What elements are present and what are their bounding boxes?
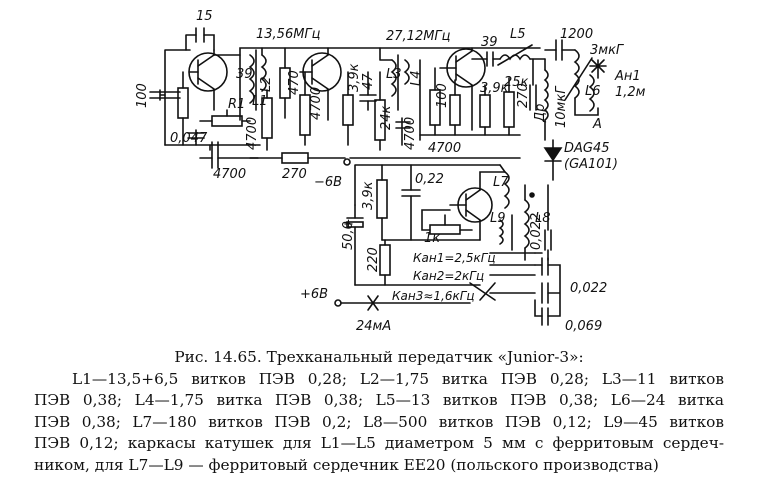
label-c022c: 0,022 <box>570 281 607 296</box>
label-c15: 15 <box>196 9 213 24</box>
label-r1k: 1к <box>424 231 440 246</box>
label-kan1: Кан1=2,5кГц <box>413 251 496 265</box>
label-r470: 470 <box>287 70 302 95</box>
label-c39a: 39 <box>481 35 498 50</box>
label-c022a: 0,22 <box>415 172 444 187</box>
label-r220: 220 <box>366 247 381 272</box>
figure-caption: Рис. 14.65. Трехканальный передатчик «Ju… <box>0 347 758 476</box>
label-l1: L1 <box>252 94 268 109</box>
label-r24k: 24к <box>379 105 394 130</box>
label-minus-6v: −6В <box>314 175 342 190</box>
caption-line: L1—13,5+6,5 витков ПЭВ 0,28; L2—1,75 вит… <box>72 369 724 388</box>
caption-line: ником, для L7—L9 — ферритовый сердечник … <box>34 455 659 474</box>
label-c4700h: 4700 <box>213 167 246 182</box>
label-c100b: 100 <box>435 83 450 108</box>
label-freq-13: 13,56МГц <box>256 27 321 42</box>
label-r39k-b: 3,9к <box>480 81 509 96</box>
label-l3: L3 <box>386 67 402 82</box>
label-r25k: 25к <box>504 75 529 90</box>
label-l4: L4 <box>409 70 424 86</box>
label-r1: R1 <box>228 97 245 112</box>
label-current: 24мА <box>356 319 391 334</box>
label-ant-length: 1,2м <box>615 85 646 100</box>
label-ga101: (GA101) <box>564 157 618 172</box>
label-point-a: A <box>592 117 602 132</box>
label-l6: L6 <box>585 84 601 99</box>
label-r4700b: 4700 <box>245 117 260 150</box>
label-c47: 47 <box>361 73 376 90</box>
label-kan3: Кан3≈1,6кГц <box>392 289 475 303</box>
label-dag45: DAG45 <box>564 141 610 156</box>
label-plus-6v: +6В <box>300 287 328 302</box>
label-c1200: 1200 <box>560 27 593 42</box>
label-dr: Др <box>533 104 548 123</box>
label-freq-27: 27,12МГц <box>386 29 451 44</box>
label-l5: L5 <box>510 27 526 42</box>
label-r39k-a: 3,9к <box>347 63 362 92</box>
label-c4700v: 4700 <box>403 117 418 150</box>
caption-line: ПЭВ 0,38; L7—180 витков ПЭВ 0,2; L8—500 … <box>34 412 724 431</box>
label-l-3uh: 3мкГ <box>590 43 625 58</box>
caption-title: Рис. 14.65. Трехканальный передатчик «Ju… <box>174 348 584 366</box>
label-10uh: 10мкГ <box>554 85 569 128</box>
label-an1: Ан1 <box>614 69 641 84</box>
label-c270a: 270 <box>516 83 531 108</box>
caption-line: ПЭВ 0,12; каркасы катушек для L1—L5 диам… <box>34 434 724 452</box>
label-r39k-c: 3,9к <box>361 181 376 210</box>
label-l8: L8 <box>535 211 551 226</box>
label-c100a: 100 <box>135 83 150 108</box>
label-c069: 0,069 <box>565 319 602 334</box>
label-c39b: 39 <box>236 67 253 82</box>
caption-line: ПЭВ 0,38; L4—1,75 витка ПЭВ 0,38; L5—13 … <box>34 391 724 409</box>
label-r4700a: 4700 <box>309 87 324 120</box>
label-l9: L9 <box>490 211 506 226</box>
label-plus: + <box>343 217 354 232</box>
label-c0047: 0,047 <box>170 131 208 146</box>
label-kan2: Кан2=2кГц <box>413 269 484 283</box>
label-l7: L7 <box>493 175 509 190</box>
label-r4700c: 4700 <box>428 141 461 156</box>
circuit-schematic: 15 13,56МГц 27,12МГц 39 L5 1200 3мкГ 100… <box>135 9 646 334</box>
label-l2: L2 <box>259 76 274 92</box>
label-c022b: 0,022 <box>529 213 544 250</box>
label-c500: 50,0 <box>341 221 356 250</box>
label-r270: 270 <box>282 167 307 182</box>
